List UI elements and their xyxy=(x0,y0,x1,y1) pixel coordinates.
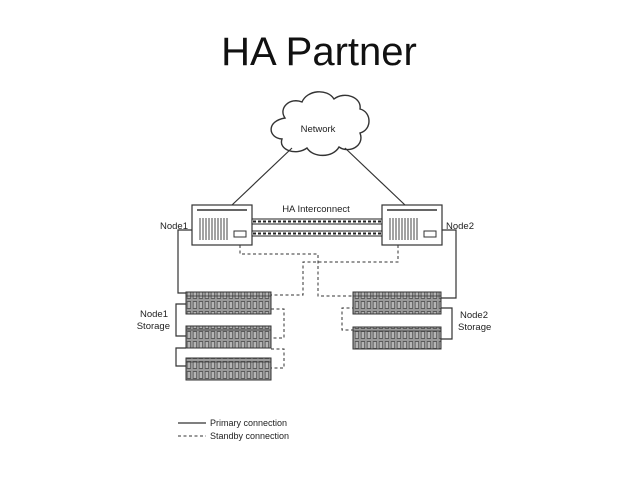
primary-connections xyxy=(175,229,457,367)
storage-shelf xyxy=(185,325,272,349)
node2-controller xyxy=(381,204,443,246)
node1-storage-label-line1: Node1 xyxy=(140,309,168,320)
node1-label: Node1 xyxy=(160,221,188,232)
legend-standby-label: Standby connection xyxy=(210,431,289,441)
node2-storage-label-line1: Node2 xyxy=(460,310,488,321)
standby-connections xyxy=(239,245,399,369)
node1-storage-label-line2: Storage xyxy=(137,321,170,332)
node1-controller xyxy=(191,204,253,246)
node1-storage-shelves xyxy=(185,291,272,381)
interconnect-label: HA Interconnect xyxy=(282,204,350,215)
ha-interconnect xyxy=(251,218,383,237)
storage-shelf xyxy=(185,357,272,381)
network-link-node2 xyxy=(344,147,406,206)
node2-label: Node2 xyxy=(446,221,474,232)
storage-shelf xyxy=(352,326,442,350)
network-link-node1 xyxy=(231,147,293,206)
node2-storage-shelves xyxy=(352,291,442,350)
network-label: Network xyxy=(301,124,336,135)
storage-shelf xyxy=(185,291,272,315)
node2-storage-label-line2: Storage xyxy=(458,322,491,333)
storage-shelf xyxy=(352,291,442,315)
legend: Primary connection Standby connection xyxy=(178,418,289,441)
network-cloud: Network xyxy=(270,91,370,157)
slide-title: HA Partner xyxy=(221,30,417,74)
legend-primary-label: Primary connection xyxy=(210,418,287,428)
